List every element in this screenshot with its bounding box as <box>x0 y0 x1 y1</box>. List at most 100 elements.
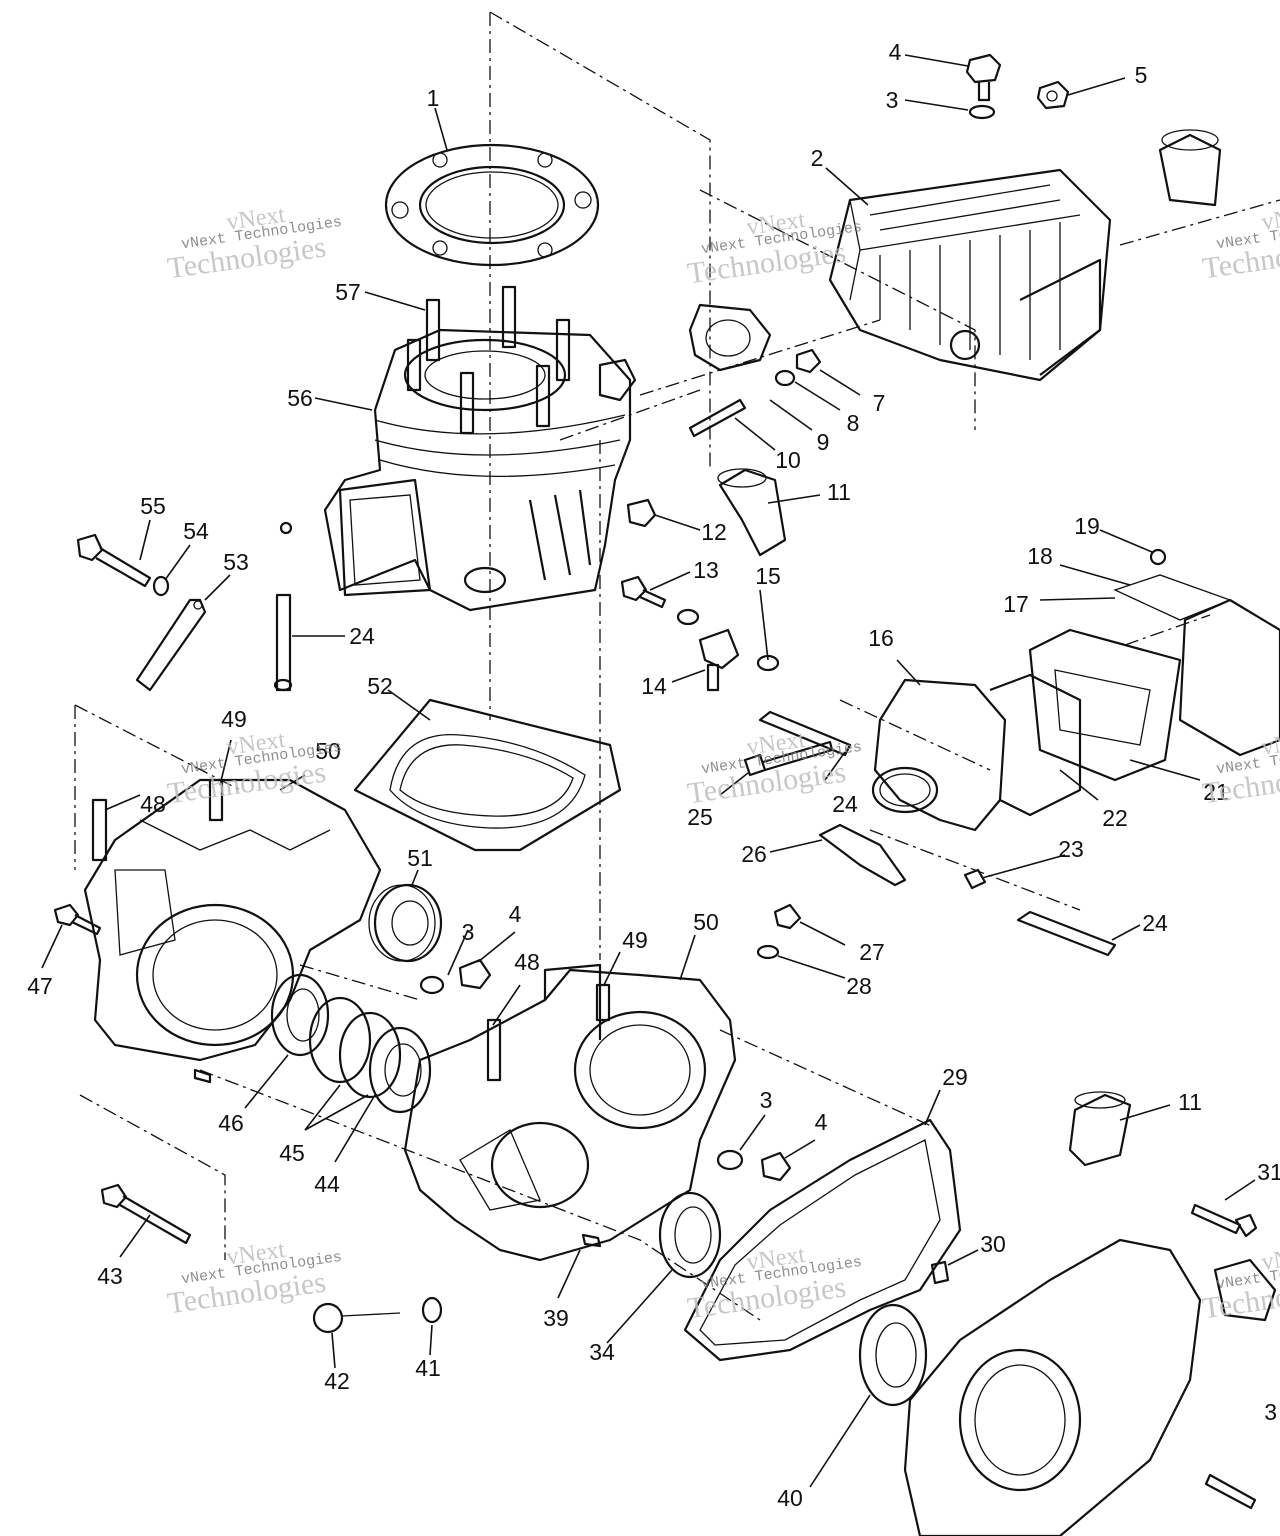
callout-45: 45 <box>279 1140 305 1166</box>
callout-34: 34 <box>589 1339 615 1365</box>
watermark-line1: vNext <box>1260 727 1280 761</box>
bolt-47 <box>53 903 102 936</box>
callout-30: 30 <box>980 1231 1006 1257</box>
callout-53: 53 <box>223 549 249 575</box>
o-ring-41 <box>421 1296 443 1324</box>
callout-46: 46 <box>218 1110 244 1136</box>
callout-11: 11 <box>827 479 851 505</box>
callout-16: 16 <box>868 625 894 651</box>
crankcase-right <box>403 963 737 1262</box>
callout-19: 19 <box>1074 513 1100 539</box>
bolt-43 <box>100 1183 192 1245</box>
callout-51: 51 <box>407 845 433 871</box>
seal-34 <box>658 1191 722 1279</box>
washer-bolt-mid <box>419 958 492 995</box>
watermark-2: vNext vNext Technologies Technologies <box>685 207 863 291</box>
watermark-line1: vNext <box>1260 202 1280 236</box>
crank-bearings-45 <box>308 996 432 1114</box>
watermark-9: vNext vNext Technologies Technologies <box>1200 1242 1280 1326</box>
callout-10: 10 <box>775 447 801 473</box>
callout-41: 41 <box>415 1355 441 1381</box>
cylinder-head <box>828 168 1112 382</box>
intake-manifold <box>871 673 1082 832</box>
dowel-30 <box>930 1260 950 1285</box>
callout-43: 43 <box>97 1263 123 1289</box>
callout-4-lower: 4 <box>815 1109 828 1135</box>
callout-1: 1 <box>427 85 440 111</box>
callout-50-right: 50 <box>693 909 719 935</box>
callout-49-left: 49 <box>221 706 247 732</box>
outer-case-cover <box>903 1238 1277 1536</box>
cylinder-studs <box>406 285 571 435</box>
callout-28: 28 <box>846 973 872 999</box>
callout-24-upper: 24 <box>349 623 375 649</box>
watermark-3: vNext vNext Technologies Technologies <box>1200 202 1280 286</box>
callout-23: 23 <box>1058 836 1084 862</box>
callout-12: 12 <box>701 519 727 545</box>
head-bolt-hardware <box>965 53 1070 120</box>
callout-11-lower: 11 <box>1178 1089 1202 1115</box>
case-gasket-29 <box>683 1118 962 1362</box>
exhaust-elbow-11 <box>717 468 787 557</box>
head-gasket <box>384 143 600 267</box>
callout-labels: 1 2 3 4 5 7 8 9 10 11 12 13 14 15 16 17 … <box>27 39 1280 1511</box>
callout-24-mid: 24 <box>832 791 858 817</box>
callout-24-right: 24 <box>1142 910 1168 936</box>
callout-44: 44 <box>314 1171 340 1197</box>
callout-25: 25 <box>687 804 713 830</box>
callout-55: 55 <box>140 493 166 519</box>
callout-8: 8 <box>847 410 860 436</box>
banjo-14 <box>698 628 740 692</box>
leader-lines <box>41 54 1256 1488</box>
callout-27: 27 <box>859 939 885 965</box>
reed-valve <box>1028 548 1280 782</box>
coolant-elbow <box>1158 129 1222 207</box>
main-bearing-51 <box>368 883 443 963</box>
callout-4-mid: 4 <box>509 901 522 927</box>
callout-47: 47 <box>27 973 53 999</box>
cylinder <box>323 328 637 612</box>
callout-50-left: 50 <box>315 738 341 764</box>
callout-2: 2 <box>811 145 824 171</box>
callout-42: 42 <box>324 1368 350 1394</box>
callout-3-mid: 3 <box>462 919 475 945</box>
callout-29: 29 <box>942 1064 968 1090</box>
callout-13: 13 <box>693 557 719 583</box>
callout-3: 3 <box>886 87 899 113</box>
callout-5: 5 <box>1135 62 1148 88</box>
callout-3-lower: 3 <box>760 1087 773 1113</box>
callout-31: 31 <box>1257 1159 1280 1185</box>
watermark-line1: vNext <box>1260 1242 1280 1276</box>
callout-40: 40 <box>777 1485 803 1511</box>
callout-48-right: 48 <box>514 949 540 975</box>
nut-12 <box>626 498 657 528</box>
callout-22: 22 <box>1102 805 1128 831</box>
callout-26: 26 <box>741 841 767 867</box>
crank-seal-46 <box>270 973 330 1057</box>
watermark-6: vNext vNext Technologies Technologies <box>1200 727 1280 811</box>
base-gasket <box>353 698 622 852</box>
screw-23 <box>963 868 987 890</box>
exhaust-stud-set <box>688 303 822 438</box>
callout-3-edge: 3 <box>1264 1399 1277 1425</box>
left-top-hardware <box>76 521 293 692</box>
callout-48-left: 48 <box>140 791 166 817</box>
callout-49-right: 49 <box>622 927 648 953</box>
coolant-elbow-lower <box>1068 1091 1132 1167</box>
crankcase-left <box>83 778 382 1084</box>
drain-plug-42 <box>312 1302 401 1334</box>
callout-21: 21 <box>1203 779 1229 805</box>
callout-18: 18 <box>1027 543 1053 569</box>
plug-27 <box>756 903 802 960</box>
hose-clamp-26 <box>818 823 907 887</box>
callout-15: 15 <box>755 563 781 589</box>
straps-24 <box>758 710 1117 957</box>
callout-57: 57 <box>335 279 361 305</box>
screw-25 <box>743 740 834 777</box>
watermark-1: vNext vNext Technologies Technologies <box>165 202 343 286</box>
callout-4: 4 <box>889 39 902 65</box>
callout-39: 39 <box>543 1305 569 1331</box>
callout-14: 14 <box>641 673 667 699</box>
washer-bolt-lower <box>716 1149 792 1182</box>
